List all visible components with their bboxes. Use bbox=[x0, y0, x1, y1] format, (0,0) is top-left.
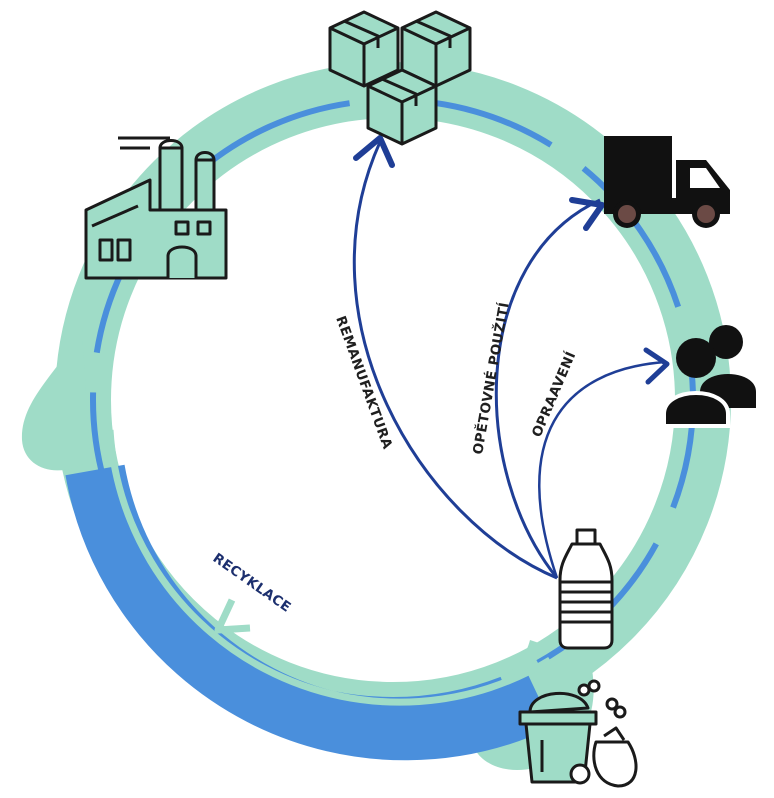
remanufacture-arrow bbox=[352, 141, 558, 580]
factory-icon bbox=[84, 136, 228, 280]
boxes-icon bbox=[328, 10, 472, 146]
waste-bin-icon bbox=[518, 679, 638, 788]
flow-arrows bbox=[352, 135, 670, 580]
repair-arrow-head bbox=[643, 347, 670, 385]
repair-label: OPRAAVENÍ bbox=[528, 349, 579, 440]
repair-arrow bbox=[538, 360, 666, 579]
remanufacture-arrow-head bbox=[353, 135, 395, 168]
reuse-arrow bbox=[494, 198, 601, 579]
recycle-label: RECYKLACE bbox=[210, 550, 294, 616]
labels: REMANUFAKTURA OPĚTOVNÉ POUŽITÍ OPRAAVENÍ… bbox=[210, 301, 580, 616]
people-icon bbox=[662, 325, 756, 428]
truck-icon bbox=[604, 136, 730, 228]
recycling-loop bbox=[65, 429, 553, 761]
reuse-arrow-head bbox=[569, 197, 605, 231]
bottle-icon bbox=[558, 528, 614, 650]
reuse-label: OPĚTOVNÉ POUŽITÍ bbox=[469, 301, 513, 456]
recycle-arrow-head bbox=[214, 598, 251, 634]
